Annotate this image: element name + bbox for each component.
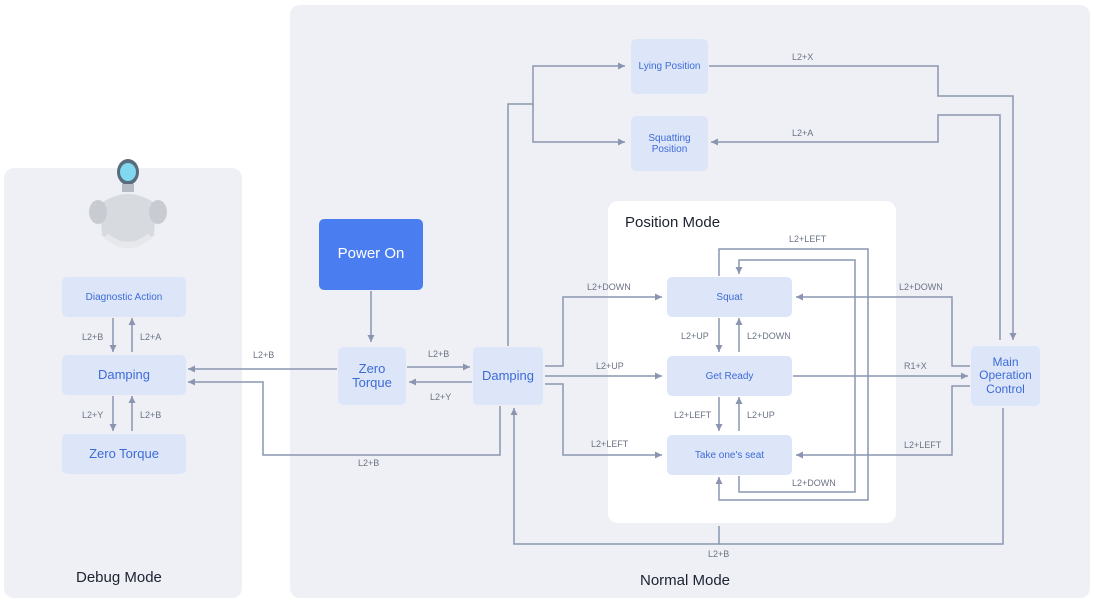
lying-position-node[interactable]: Lying Position bbox=[631, 39, 708, 94]
label-main-to-squat: L2+DOWN bbox=[899, 282, 943, 292]
label-damp-to-zt: L2+Y bbox=[82, 410, 103, 420]
label-zt-to-damp: L2+B bbox=[140, 410, 161, 420]
edge-lying-to-main bbox=[709, 65, 1017, 340]
label-damp-to-squat: L2+DOWN bbox=[587, 282, 631, 292]
label-seat-to-squat-loop: L2+LEFT bbox=[789, 234, 827, 244]
label-ready-to-main: R1+X bbox=[904, 361, 927, 371]
debug-zero-torque-node[interactable]: Zero Torque bbox=[62, 434, 186, 474]
label-damp-to-ready: L2+UP bbox=[596, 361, 624, 371]
label-main-to-seat: L2+LEFT bbox=[904, 440, 942, 450]
position-mode-title: Position Mode bbox=[625, 214, 721, 231]
label-squat-to-ready: L2+UP bbox=[681, 331, 709, 341]
edge-damp-to-lying bbox=[507, 62, 625, 346]
label-diag-to-damp: L2+B bbox=[82, 332, 103, 342]
edge-main-to-squatting bbox=[711, 114, 1001, 340]
edge-damp-to-squatting bbox=[532, 104, 625, 146]
label-main-to-damp: L2+B bbox=[708, 549, 729, 559]
label-damp-to-zero: L2+Y bbox=[430, 392, 451, 402]
debug-mode-title: Debug Mode bbox=[76, 569, 162, 586]
label-main-to-squatting: L2+A bbox=[792, 128, 813, 138]
normal-mode-title: Normal Mode bbox=[640, 572, 731, 589]
label-squat-to-seat-loop: L2+DOWN bbox=[792, 478, 836, 488]
edge-main-to-seat bbox=[796, 385, 970, 459]
label-zero-to-debug: L2+B bbox=[253, 350, 274, 360]
label-damp-to-seat: L2+LEFT bbox=[591, 439, 629, 449]
label-zero-to-damp: L2+B bbox=[428, 349, 449, 359]
debug-damping-node[interactable]: Damping bbox=[62, 355, 186, 395]
squat-node[interactable]: Squat bbox=[667, 277, 792, 317]
diagnostic-action-node[interactable]: Diagnostic Action bbox=[62, 277, 186, 317]
robot-icon bbox=[89, 159, 167, 248]
edge-main-to-squat bbox=[796, 293, 970, 367]
label-ready-to-seat: L2+LEFT bbox=[674, 410, 712, 420]
label-seat-to-ready: L2+UP bbox=[747, 410, 775, 420]
edge-damp-to-seat bbox=[545, 383, 662, 459]
edge-damp-to-debug bbox=[188, 378, 501, 456]
edge-damp-to-squat bbox=[545, 293, 662, 367]
get-ready-node[interactable]: Get Ready bbox=[667, 356, 792, 396]
label-damp-to-debug: L2+B bbox=[358, 458, 379, 468]
zero-torque-node[interactable]: Zero Torque bbox=[338, 347, 406, 405]
label-damp-to-diag: L2+A bbox=[140, 332, 161, 342]
take-seat-node[interactable]: Take one's seat bbox=[667, 435, 792, 475]
label-ready-to-squat: L2+DOWN bbox=[747, 331, 791, 341]
edge-main-to-damp bbox=[510, 408, 1004, 545]
label-main-to-lying: L2+X bbox=[792, 52, 813, 62]
squatting-position-node[interactable]: Squatting Position bbox=[631, 116, 708, 171]
main-operation-control-node[interactable]: Main Operation Control bbox=[971, 346, 1040, 406]
power-on-node[interactable]: Power On bbox=[319, 219, 423, 290]
edge-squat-to-seat-loop bbox=[715, 248, 869, 501]
damping-node[interactable]: Damping bbox=[473, 347, 543, 405]
